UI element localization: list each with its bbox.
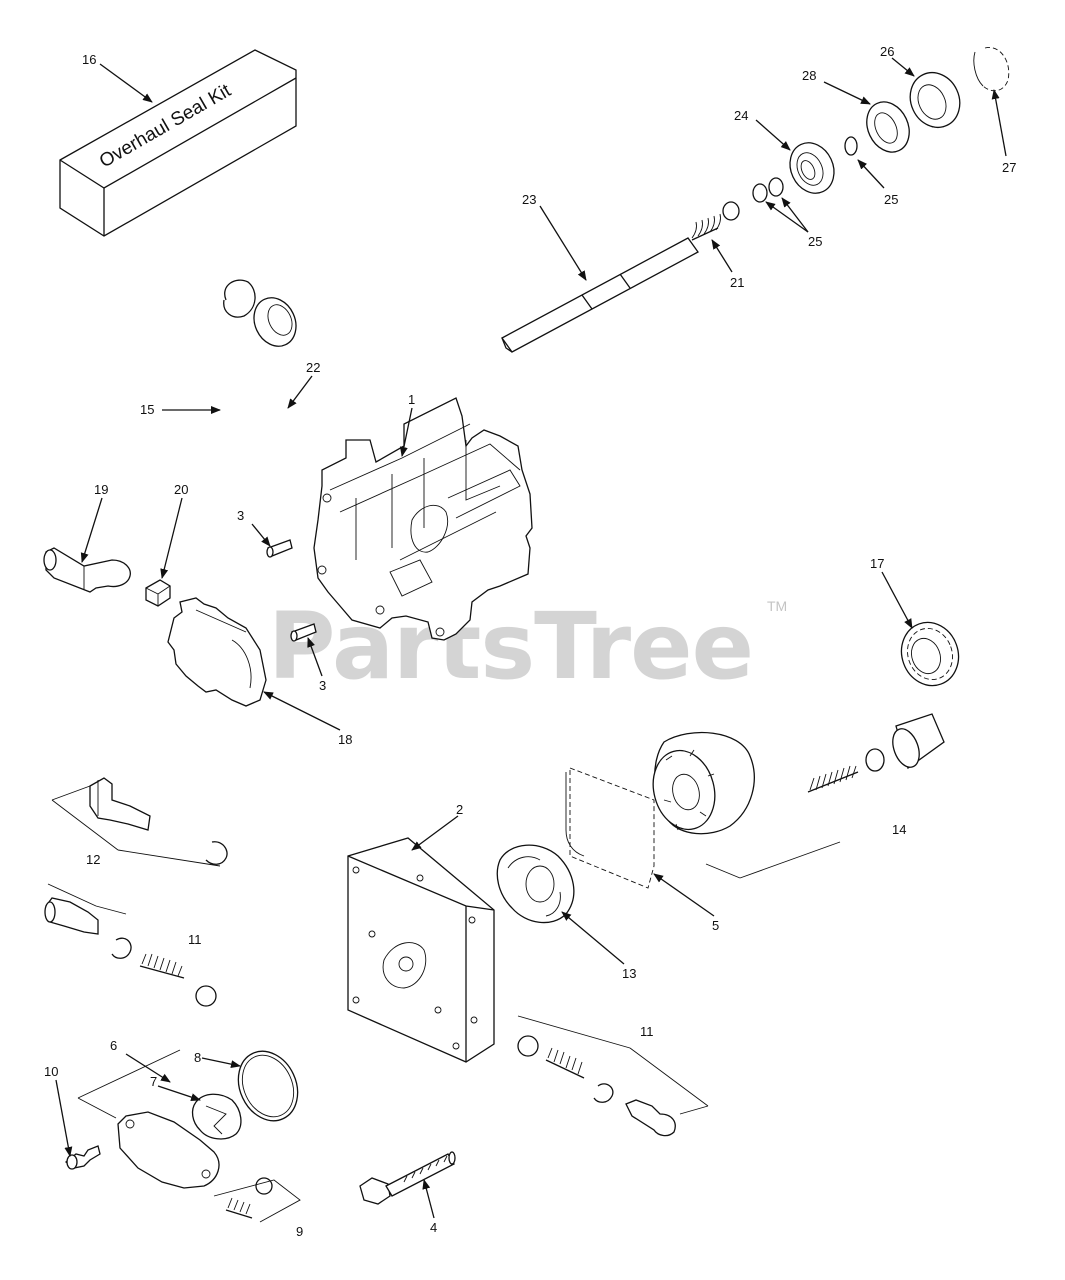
callout-8: 8 [194, 1050, 201, 1065]
part-retaining-ring-a[interactable] [722, 201, 740, 221]
callout-7: 7 [150, 1074, 157, 1089]
callout-numbers: 16 28 26 24 27 25 23 25 21 22 15 1 19 20… [44, 44, 1016, 1239]
part-key-block[interactable] [145, 579, 171, 607]
part-shaft[interactable] [501, 237, 699, 353]
part-o-ring-cover[interactable] [227, 1042, 308, 1131]
callout-21: 21 [730, 275, 744, 290]
part-pin-upper[interactable] [266, 539, 293, 558]
bracket-line-6 [77, 1049, 181, 1119]
trademark-mark: TM [767, 598, 787, 614]
part-port-plate[interactable] [496, 844, 575, 924]
part-washer[interactable] [859, 95, 917, 159]
callout-25-mid: 25 [808, 234, 822, 249]
part-cover-screw[interactable] [64, 1145, 101, 1170]
part-ball-bearing[interactable] [782, 136, 842, 201]
callout-28: 28 [802, 68, 816, 83]
part-relief-bolt[interactable] [89, 777, 151, 831]
part-o-ring-housing[interactable] [223, 279, 256, 318]
bracket-line-11-right [517, 1015, 709, 1115]
callout-26: 26 [880, 44, 894, 59]
callout-23: 23 [522, 192, 536, 207]
part-retaining-ring-b[interactable] [752, 183, 768, 203]
callout-2: 2 [456, 802, 463, 817]
callout-12: 12 [86, 852, 100, 867]
part-rotor-spring[interactable] [807, 765, 859, 793]
callout-20: 20 [174, 482, 188, 497]
callout-13: 13 [622, 966, 636, 981]
callout-11-left: 11 [188, 932, 202, 947]
part-rotor-assembly[interactable] [645, 731, 755, 837]
callout-15: 15 [140, 402, 154, 417]
watermark: PartsTree [268, 593, 753, 700]
callout-18: 18 [338, 732, 352, 747]
callout-1: 1 [408, 392, 415, 407]
part-cap-screw[interactable] [359, 1151, 456, 1205]
bracket-line-9 [213, 1179, 301, 1223]
callout-3-lower: 3 [319, 678, 326, 693]
bracket-line-11-left [47, 883, 127, 915]
part-rotor-ball[interactable] [865, 748, 885, 772]
callout-27: 27 [1002, 160, 1016, 175]
callout-14: 14 [892, 822, 906, 837]
part-shaft-seal[interactable] [901, 64, 968, 135]
part-relief-valve-right[interactable] [517, 1035, 676, 1137]
part-end-plate[interactable] [167, 597, 267, 707]
part-charge-pump-gerotor[interactable] [191, 1093, 242, 1140]
callout-3-upper: 3 [237, 508, 244, 523]
part-retaining-ring-c[interactable] [768, 177, 784, 197]
part-control-lever[interactable] [43, 547, 131, 593]
part-check-spring[interactable] [225, 1177, 273, 1219]
callout-6: 6 [110, 1038, 117, 1053]
callout-16: 16 [82, 52, 96, 67]
part-rotor-plug[interactable] [888, 713, 945, 771]
callout-19: 19 [94, 482, 108, 497]
part-retaining-ring-d[interactable] [844, 136, 858, 156]
bracket-line-14 [739, 841, 841, 879]
part-relief-valve-left[interactable] [44, 897, 217, 1007]
callout-9: 9 [296, 1224, 303, 1239]
callout-4: 4 [430, 1220, 437, 1235]
part-relief-ring[interactable] [205, 841, 228, 865]
part-gasket[interactable] [565, 767, 655, 889]
part-roller-bearing[interactable] [893, 614, 968, 693]
callout-10: 10 [44, 1064, 58, 1079]
part-snap-ring[interactable] [973, 47, 1010, 92]
callout-5: 5 [712, 918, 719, 933]
callout-22: 22 [306, 360, 320, 375]
callout-25-top: 25 [884, 192, 898, 207]
part-charge-pump-cover[interactable] [117, 1111, 220, 1189]
part-shaft-spring[interactable] [691, 213, 721, 241]
callout-24: 24 [734, 108, 748, 123]
callout-11-right: 11 [640, 1024, 654, 1039]
part-overhaul-seal-kit[interactable]: Overhaul Seal Kit [59, 49, 297, 237]
bracket-line-14b [705, 863, 741, 879]
part-valve-plate[interactable] [347, 837, 495, 1063]
leader-lines [55, 57, 1007, 1219]
callout-17: 17 [870, 556, 884, 571]
part-housing-seal[interactable] [246, 291, 303, 353]
bracket-line-12 [51, 785, 221, 867]
part-pump-housing[interactable] [313, 397, 533, 641]
part-pin-lower[interactable] [290, 623, 317, 642]
